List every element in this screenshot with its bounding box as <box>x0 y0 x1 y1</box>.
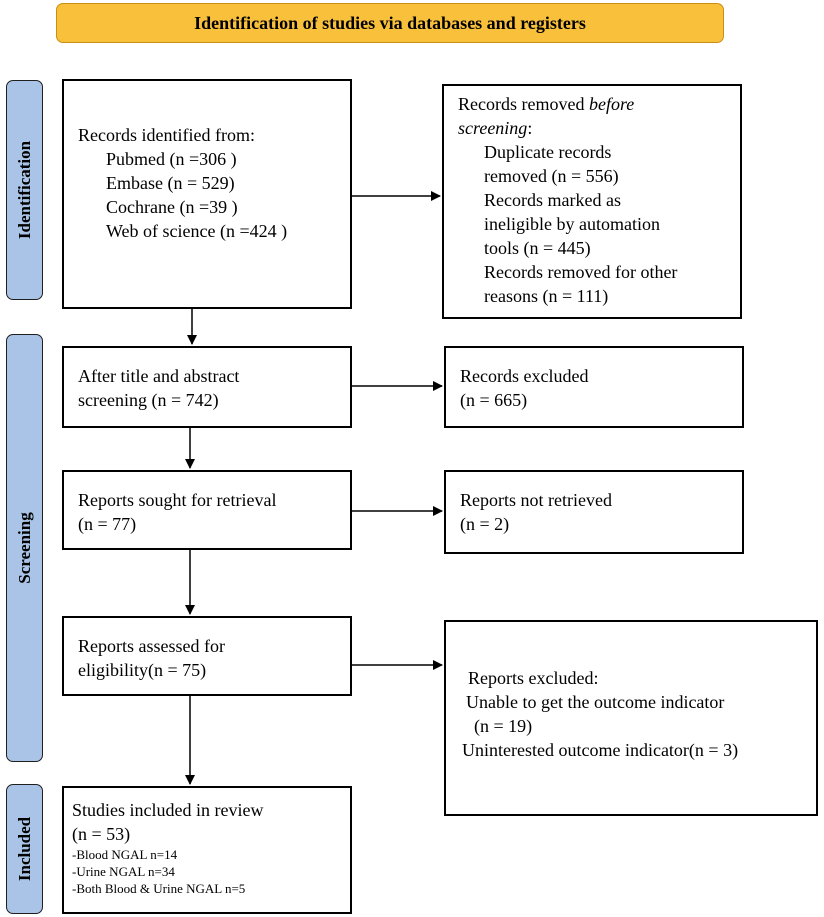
source-cochrane: Cochrane (n =39 ) <box>106 197 238 217</box>
title-abstract-line2: screening (n = 742) <box>78 390 219 410</box>
records-excluded-line1: Records excluded <box>460 366 589 386</box>
records-removed-box: Records removed before screening: Duplic… <box>442 84 742 319</box>
removed-line: tools (n = 445) <box>484 238 591 258</box>
header-banner: Identification of studies via databases … <box>56 3 724 43</box>
source-web-of-science: Web of science (n =424 ) <box>106 221 288 241</box>
included-detail-both: -Both Blood & Urine NGAL n=5 <box>72 881 246 896</box>
reports-not-retrieved-box: Reports not retrieved (n = 2) <box>444 470 744 554</box>
records-excluded-box: Records excluded (n = 665) <box>444 346 744 428</box>
reports-not-retrieved-line1: Reports not retrieved <box>460 490 612 510</box>
reports-assessed-line1: Reports assessed for <box>78 636 225 656</box>
removed-line: ineligible by automation <box>484 214 660 234</box>
reports-excluded-line2: Unable to get the outcome indicator <box>466 692 725 712</box>
records-removed-heading: Records removed before <box>458 92 740 116</box>
reports-excluded-box: Reports excluded: Unable to get the outc… <box>444 620 818 816</box>
removed-line: Duplicate records <box>484 142 612 162</box>
records-removed-heading-line2: screening: <box>458 116 740 140</box>
reports-assessed-line2: eligibility(n = 75) <box>78 660 207 680</box>
title-abstract-line1: After title and abstract <box>78 366 240 386</box>
studies-included-line1: Studies included in review <box>72 800 264 820</box>
records-identified-heading: Records identified from: <box>78 125 255 145</box>
studies-included-box: Studies included in review (n = 53) -Blo… <box>62 786 352 914</box>
removed-line: removed (n = 556) <box>484 166 619 186</box>
reports-excluded-line4: Uninterested outcome indicator(n = 3) <box>462 740 739 760</box>
phase-identification: Identification <box>6 80 43 300</box>
records-removed-heading-prefix: Records removed <box>458 94 589 114</box>
header-title: Identification of studies via databases … <box>194 12 586 33</box>
records-identified-box: Records identified from: Pubmed (n =306 … <box>62 79 352 309</box>
reports-assessed-box: Reports assessed for eligibility(n = 75) <box>62 616 352 696</box>
included-detail-urine: -Urine NGAL n=34 <box>72 864 175 879</box>
title-abstract-box: After title and abstract screening (n = … <box>62 346 352 428</box>
records-removed-heading-italic-2: screening <box>458 118 528 138</box>
studies-included-line2: (n = 53) <box>72 824 131 844</box>
phase-included: Included <box>6 784 43 914</box>
included-detail-blood: -Blood NGAL n=14 <box>72 847 178 862</box>
source-embase: Embase (n = 529) <box>106 173 235 193</box>
reports-sought-line1: Reports sought for retrieval <box>78 490 277 510</box>
reports-sought-line2: (n = 77) <box>78 514 137 534</box>
removed-line: Records removed for other <box>484 262 678 282</box>
records-removed-heading-italic-1: before <box>588 94 635 114</box>
source-pubmed: Pubmed (n =306 ) <box>106 149 237 169</box>
records-excluded-line2: (n = 665) <box>460 390 528 410</box>
reports-excluded-line1: Reports excluded: <box>468 668 599 688</box>
reports-excluded-line3: (n = 19) <box>474 716 533 736</box>
reports-sought-box: Reports sought for retrieval (n = 77) <box>62 470 352 550</box>
reports-not-retrieved-line2: (n = 2) <box>460 514 510 534</box>
records-removed-heading-suffix: : <box>527 118 533 138</box>
removed-line: Records marked as <box>484 190 621 210</box>
removed-line: reasons (n = 111) <box>484 286 609 306</box>
phase-screening: Screening <box>6 334 43 762</box>
